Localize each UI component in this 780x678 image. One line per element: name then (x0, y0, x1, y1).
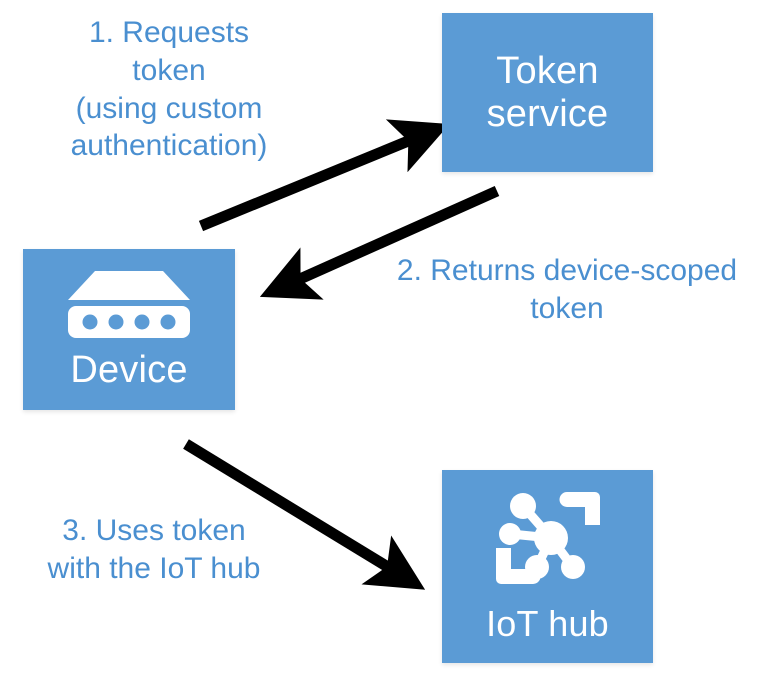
node-token-service[interactable]: Token service (442, 13, 653, 172)
device-gateway-icon (68, 271, 190, 338)
caption-step-3: 3. Uses token with the IoT hub (47, 514, 261, 585)
node-iot-hub[interactable]: IoT hub (442, 470, 653, 663)
node-token-service-label: Token service (486, 49, 609, 135)
node-iot-hub-label: IoT hub (486, 603, 609, 644)
caption-step-1: 1. Requests token (using custom authenti… (70, 16, 268, 163)
caption-step-2: 2. Returns device-scoped token (396, 254, 738, 325)
node-device-label: Device (70, 349, 188, 391)
node-device[interactable]: Device (23, 249, 235, 410)
iot-hub-network-icon (495, 492, 600, 584)
